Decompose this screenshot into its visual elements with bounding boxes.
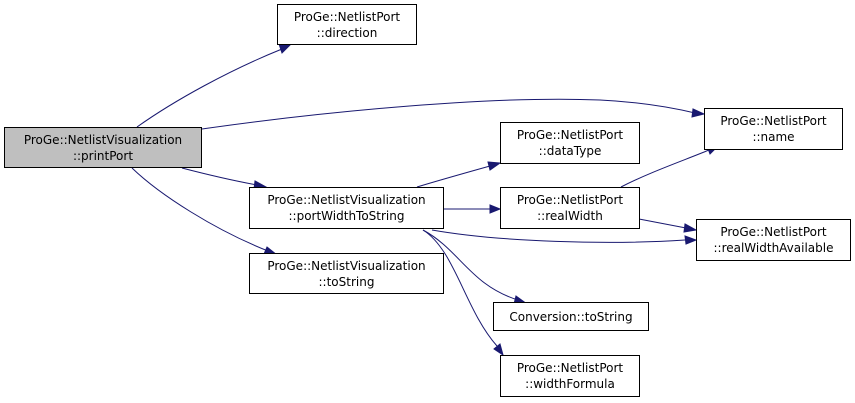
node-widthFormula[interactable]: ProGe::NetlistPort ::widthFormula — [500, 355, 640, 397]
node-realWidthAvailable[interactable]: ProGe::NetlistPort ::realWidthAvailable — [696, 219, 851, 261]
node-direction-line2: ::direction — [316, 25, 378, 40]
edge-realWidth-rwa — [638, 218, 687, 229]
node-direction-line1: ProGe::NetlistPort — [293, 9, 401, 24]
node-name-line1: ProGe::NetlistPort — [720, 114, 827, 128]
edge-arrow-widthFormula — [493, 343, 504, 357]
node-toString[interactable]: ProGe::NetlistVisualization ::toString — [249, 253, 444, 294]
node-realWidth[interactable]: ProGe::NetlistPort ::realWidth — [500, 187, 640, 229]
edge-arrow-realWidth — [489, 204, 502, 214]
edge-arrow-realWidthAvailable — [684, 235, 698, 245]
node-widthFormula-line1: ProGe::NetlistPort — [516, 361, 624, 375]
edge-arrow-direction — [278, 43, 292, 54]
node-portWidthToString-line2: ::portWidthToString — [288, 209, 405, 223]
node-portWidthToString[interactable]: ProGe::NetlistVisualization ::portWidthT… — [249, 187, 444, 229]
edge-pws-widthFormula — [422, 229, 498, 347]
edge-arrow-name — [691, 108, 706, 118]
node-dataType-line1: ProGe::NetlistPort — [516, 128, 624, 142]
node-printPort-line1: ProGe::NetlistVisualization — [23, 132, 183, 147]
node-widthFormula-line2: ::widthFormula — [525, 377, 615, 391]
node-portWidthToString-line1: ProGe::NetlistVisualization — [267, 193, 426, 207]
node-realWidth-line2: ::realWidth — [537, 209, 603, 223]
node-name[interactable]: ProGe::NetlistPort ::name — [704, 108, 843, 150]
edge-pws-realWidthAvailable — [431, 229, 686, 243]
node-realWidthAvailable-line2: ::realWidthAvailable — [713, 241, 834, 255]
node-printPort-line2: ::printPort — [72, 148, 134, 163]
edge-printPort-portWidthToString — [181, 167, 258, 186]
node-dataType-line2: ::dataType — [538, 144, 602, 158]
edge-pws-conversion — [422, 229, 519, 301]
edge-printPort-direction — [136, 48, 283, 128]
edge-printPort-name — [201, 98, 696, 130]
node-conversionToString[interactable]: Conversion::toString — [493, 302, 649, 331]
node-name-line2: ::name — [752, 130, 795, 144]
node-toString-line1: ProGe::NetlistVisualization — [267, 258, 426, 273]
node-toString-line2: ::toString — [318, 274, 375, 289]
node-realWidthAvailable-line1: ProGe::NetlistPort — [720, 225, 827, 239]
edge-printPort-toString — [131, 167, 269, 252]
edge-pws-dataType — [416, 165, 491, 188]
node-realWidth-line1: ProGe::NetlistPort — [516, 193, 624, 207]
node-direction[interactable]: ProGe::NetlistPort ::direction — [277, 4, 417, 45]
node-conversionToString-line1: Conversion::toString — [509, 309, 633, 324]
edge-arrow-dataType — [487, 161, 502, 171]
edge-realWidth-name — [620, 149, 710, 188]
node-printPort: ProGe::NetlistVisualization ::printPort — [4, 127, 202, 168]
node-dataType[interactable]: ProGe::NetlistPort ::dataType — [500, 122, 640, 164]
edge-arrow-realWidth-rwa — [683, 223, 698, 233]
